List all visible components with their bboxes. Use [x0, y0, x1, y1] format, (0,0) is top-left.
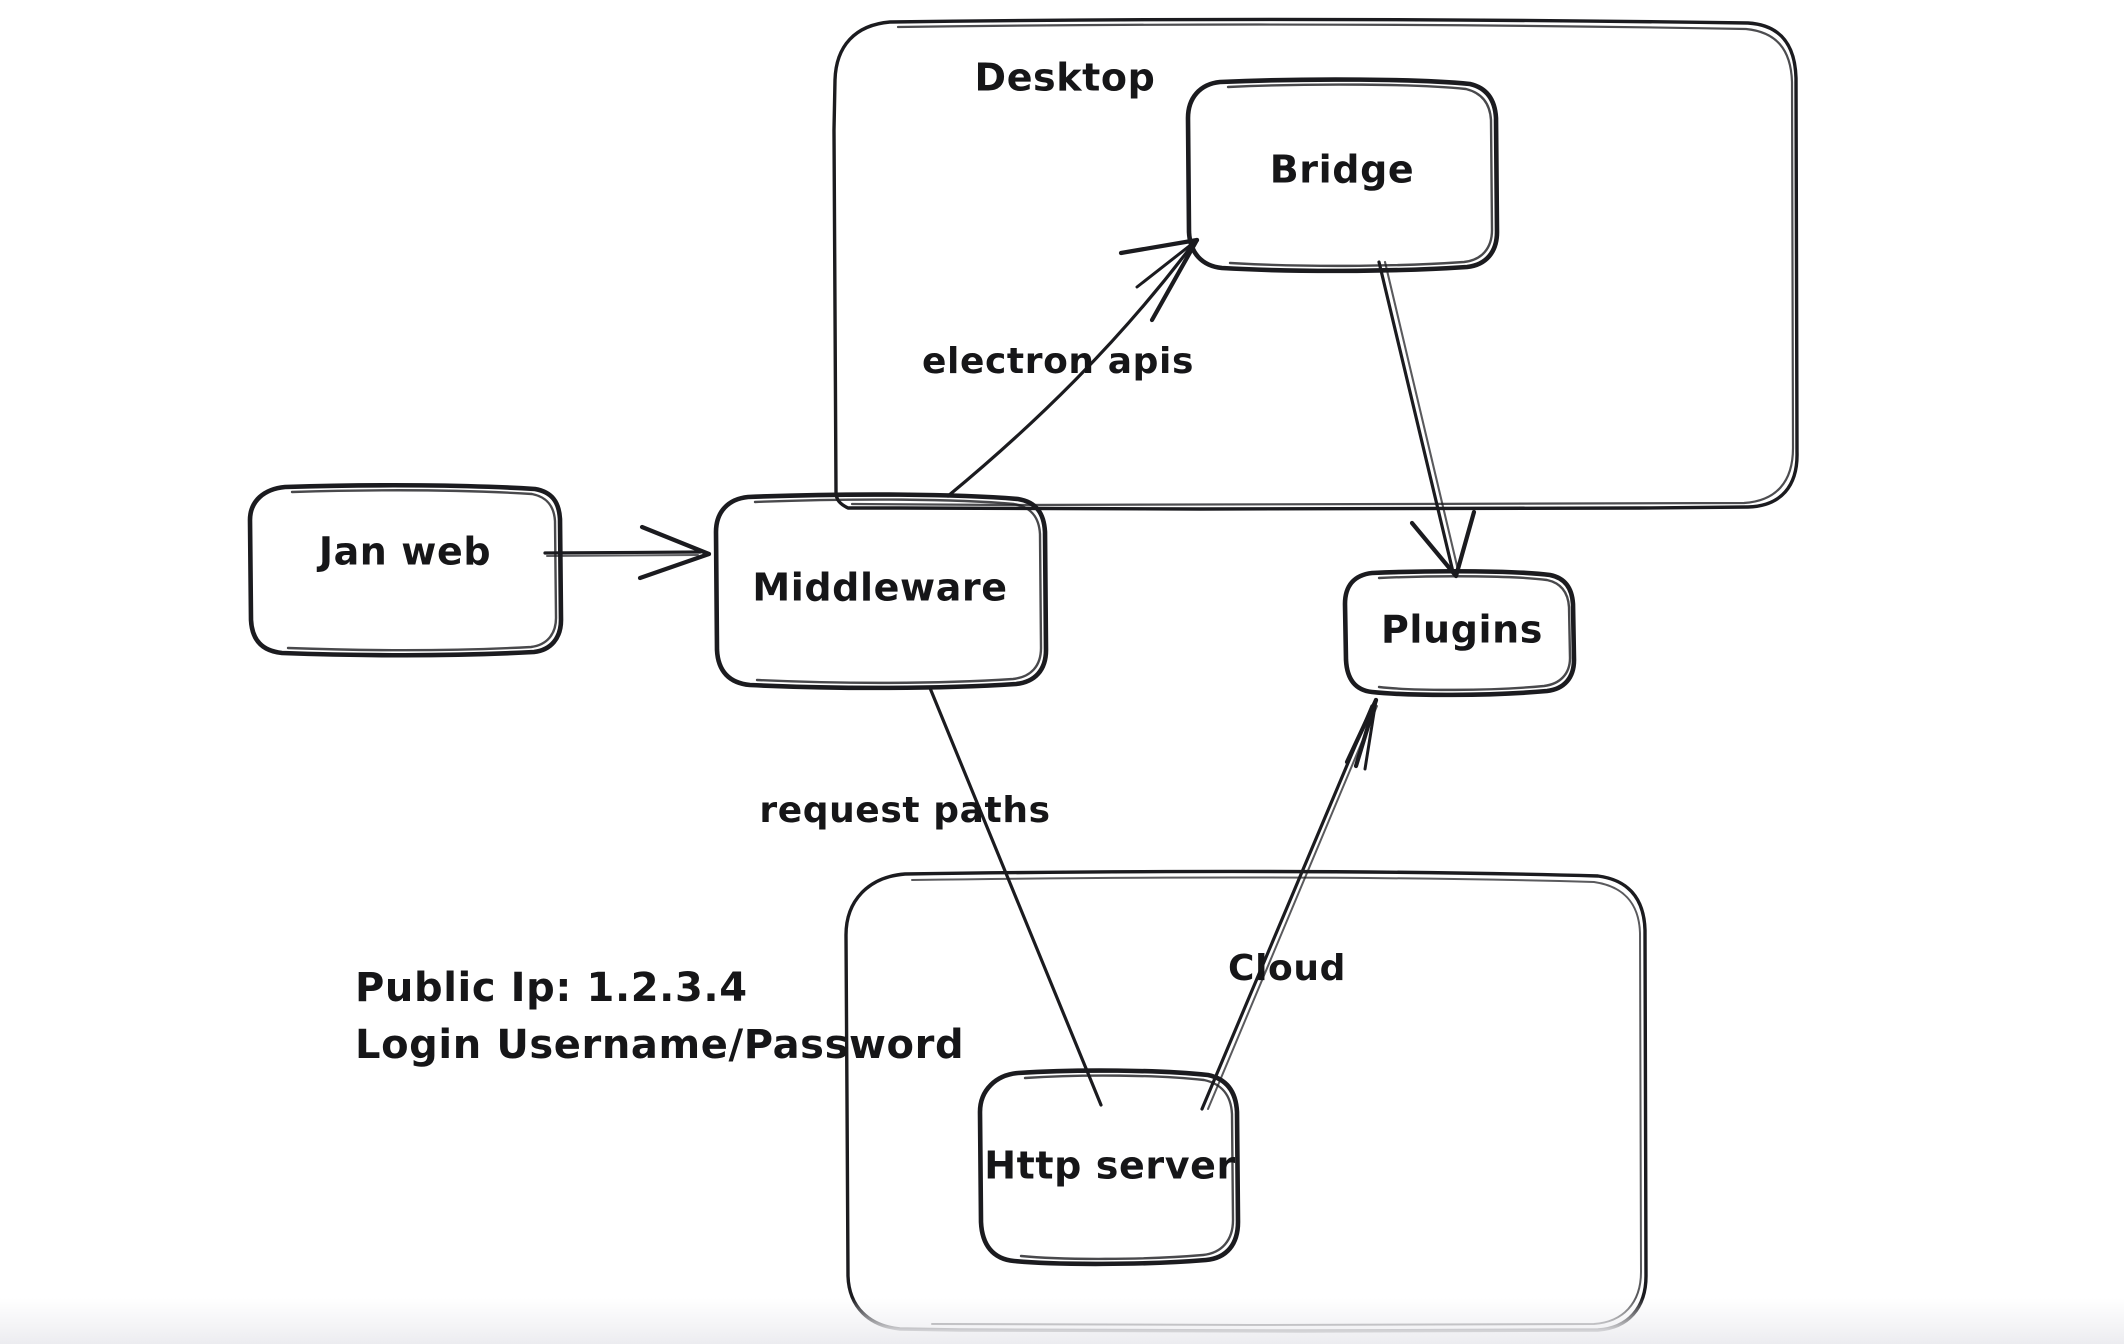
node-jan-web[interactable]: Jan web [247, 482, 564, 658]
arrowhead-line [1453, 509, 1477, 579]
group-label-desktop: Desktop [975, 56, 1156, 100]
notes-block: Public Ip: 1.2.3.4 Login Username/Passwo… [355, 965, 964, 1068]
group-cloud[interactable] [844, 869, 1648, 1333]
edge-label-request-paths: request paths [759, 790, 1050, 831]
edge-label-electron-apis: electron apis [922, 341, 1194, 382]
arrowhead-line [1118, 237, 1200, 256]
edge-middleware-to-bridge[interactable]: electron apis [922, 237, 1200, 498]
arrowhead-line [1135, 238, 1199, 289]
arrowhead-line [637, 551, 712, 581]
node-middleware[interactable]: Middleware [713, 492, 1049, 691]
edge-http-server-to-plugins[interactable] [1200, 697, 1379, 1111]
node-label-http-server: Http server [984, 1144, 1236, 1188]
edge-bridge-to-plugins[interactable] [1377, 260, 1477, 579]
node-label-bridge: Bridge [1270, 148, 1415, 192]
arrowhead-line [1149, 237, 1200, 323]
node-http-server[interactable]: Http server [977, 1068, 1241, 1267]
node-label-jan-web: Jan web [316, 530, 491, 574]
node-label-middleware: Middleware [752, 566, 1007, 610]
node-label-plugins: Plugins [1381, 608, 1543, 652]
arrowhead-line [1409, 520, 1459, 579]
note-public-ip: Public Ip: 1.2.3.4 [355, 965, 748, 1011]
edge-label-cloud: Cloud [1228, 948, 1346, 989]
node-bridge[interactable]: Bridge [1185, 77, 1500, 274]
group-desktop[interactable]: Desktop [832, 17, 1799, 511]
arrowhead-line [1363, 698, 1378, 771]
edge-middleware-to-http-server[interactable] [928, 686, 1103, 1107]
arrowhead-line [639, 524, 712, 557]
node-plugins[interactable]: Plugins [1342, 568, 1577, 698]
edge-jan-web-to-middleware[interactable] [543, 524, 712, 581]
arrowhead-line [1353, 697, 1379, 769]
note-login-credentials: Login Username/Password [355, 1022, 964, 1068]
